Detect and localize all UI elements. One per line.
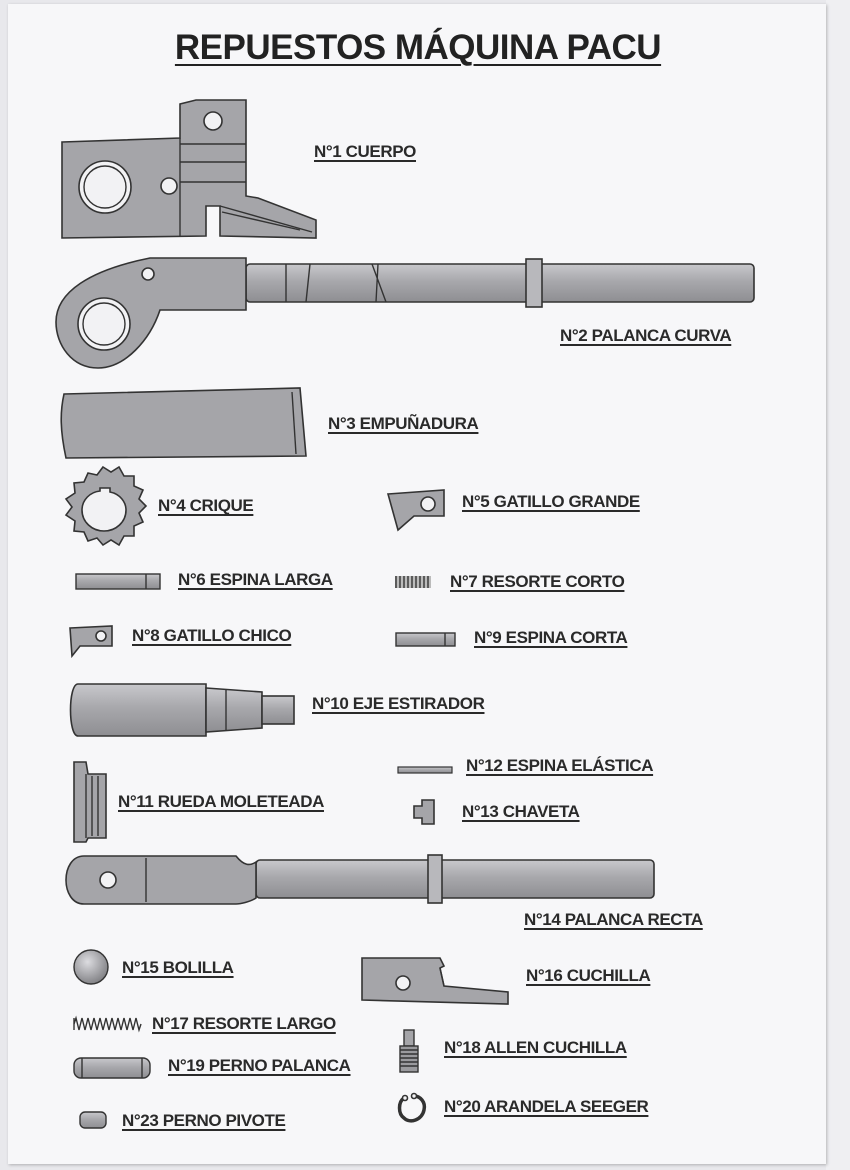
part-label-15: N°15 BOLILLA (122, 958, 234, 977)
part-1-cuerpo-drawing (61, 99, 317, 239)
part-label-17: N°17 RESORTE LARGO (152, 1014, 336, 1033)
part-19-perno-palanca-drawing (73, 1057, 151, 1079)
part-6-espina-larga-drawing (75, 573, 161, 590)
part-label-9: N°9 ESPINA CORTA (474, 628, 628, 647)
part-8-gatillo-chico-drawing (69, 625, 113, 659)
part-10-eje-estirador-drawing (69, 683, 295, 737)
part-label-4: N°4 CRIQUE (158, 496, 254, 515)
part-label-5: N°5 GATILLO GRANDE (462, 492, 640, 511)
part-12-espina-elastica-drawing (397, 766, 453, 774)
part-23-perno-pivote-drawing (79, 1111, 107, 1129)
part-label-13: N°13 CHAVETA (462, 802, 580, 821)
part-14-palanca-recta-drawing (65, 854, 655, 905)
part-label-8: N°8 GATILLO CHICO (132, 626, 292, 645)
part-label-16: N°16 CUCHILLA (526, 966, 651, 985)
part-18-allen-cuchilla-drawing (399, 1029, 419, 1073)
part-label-14: N°14 PALANCA RECTA (524, 910, 703, 929)
page-edge (826, 0, 850, 1170)
part-7-resorte-corto-drawing (395, 576, 431, 588)
part-label-7: N°7 RESORTE CORTO (450, 572, 625, 591)
part-label-10: N°10 EJE ESTIRADOR (312, 694, 485, 713)
part-label-1: N°1 CUERPO (314, 142, 416, 161)
part-label-23: N°23 PERNO PIVOTE (122, 1111, 286, 1130)
part-label-12: N°12 ESPINA ELÁSTICA (466, 756, 654, 775)
part-label-6: N°6 ESPINA LARGA (178, 570, 333, 589)
part-label-2: N°2 PALANCA CURVA (560, 326, 732, 345)
part-16-cuchilla-drawing (361, 957, 509, 1005)
part-5-gatillo-grande-drawing (386, 489, 445, 532)
part-label-18: N°18 ALLEN CUCHILLA (444, 1038, 627, 1057)
part-label-11: N°11 RUEDA MOLETEADA (118, 792, 324, 811)
part-11-rueda-moleteada-drawing (73, 761, 107, 843)
part-label-20: N°20 ARANDELA SEEGER (444, 1097, 649, 1116)
part-13-chaveta-drawing (413, 799, 435, 825)
part-15-bolilla-drawing (73, 949, 109, 985)
part-4-crique-drawing (64, 465, 148, 547)
part-17-resorte-largo-drawing (73, 1015, 142, 1033)
part-3-empunadura-drawing (60, 387, 307, 459)
part-2-palanca-curva-drawing (55, 257, 755, 369)
part-9-espina-corta-drawing (395, 632, 456, 647)
document-title: REPUESTOS MÁQUINA PACU (174, 28, 662, 67)
part-label-3: N°3 EMPUÑADURA (328, 414, 479, 433)
part-20-arandela-seeger-drawing (397, 1092, 427, 1123)
part-label-19: N°19 PERNO PALANCA (168, 1056, 351, 1075)
